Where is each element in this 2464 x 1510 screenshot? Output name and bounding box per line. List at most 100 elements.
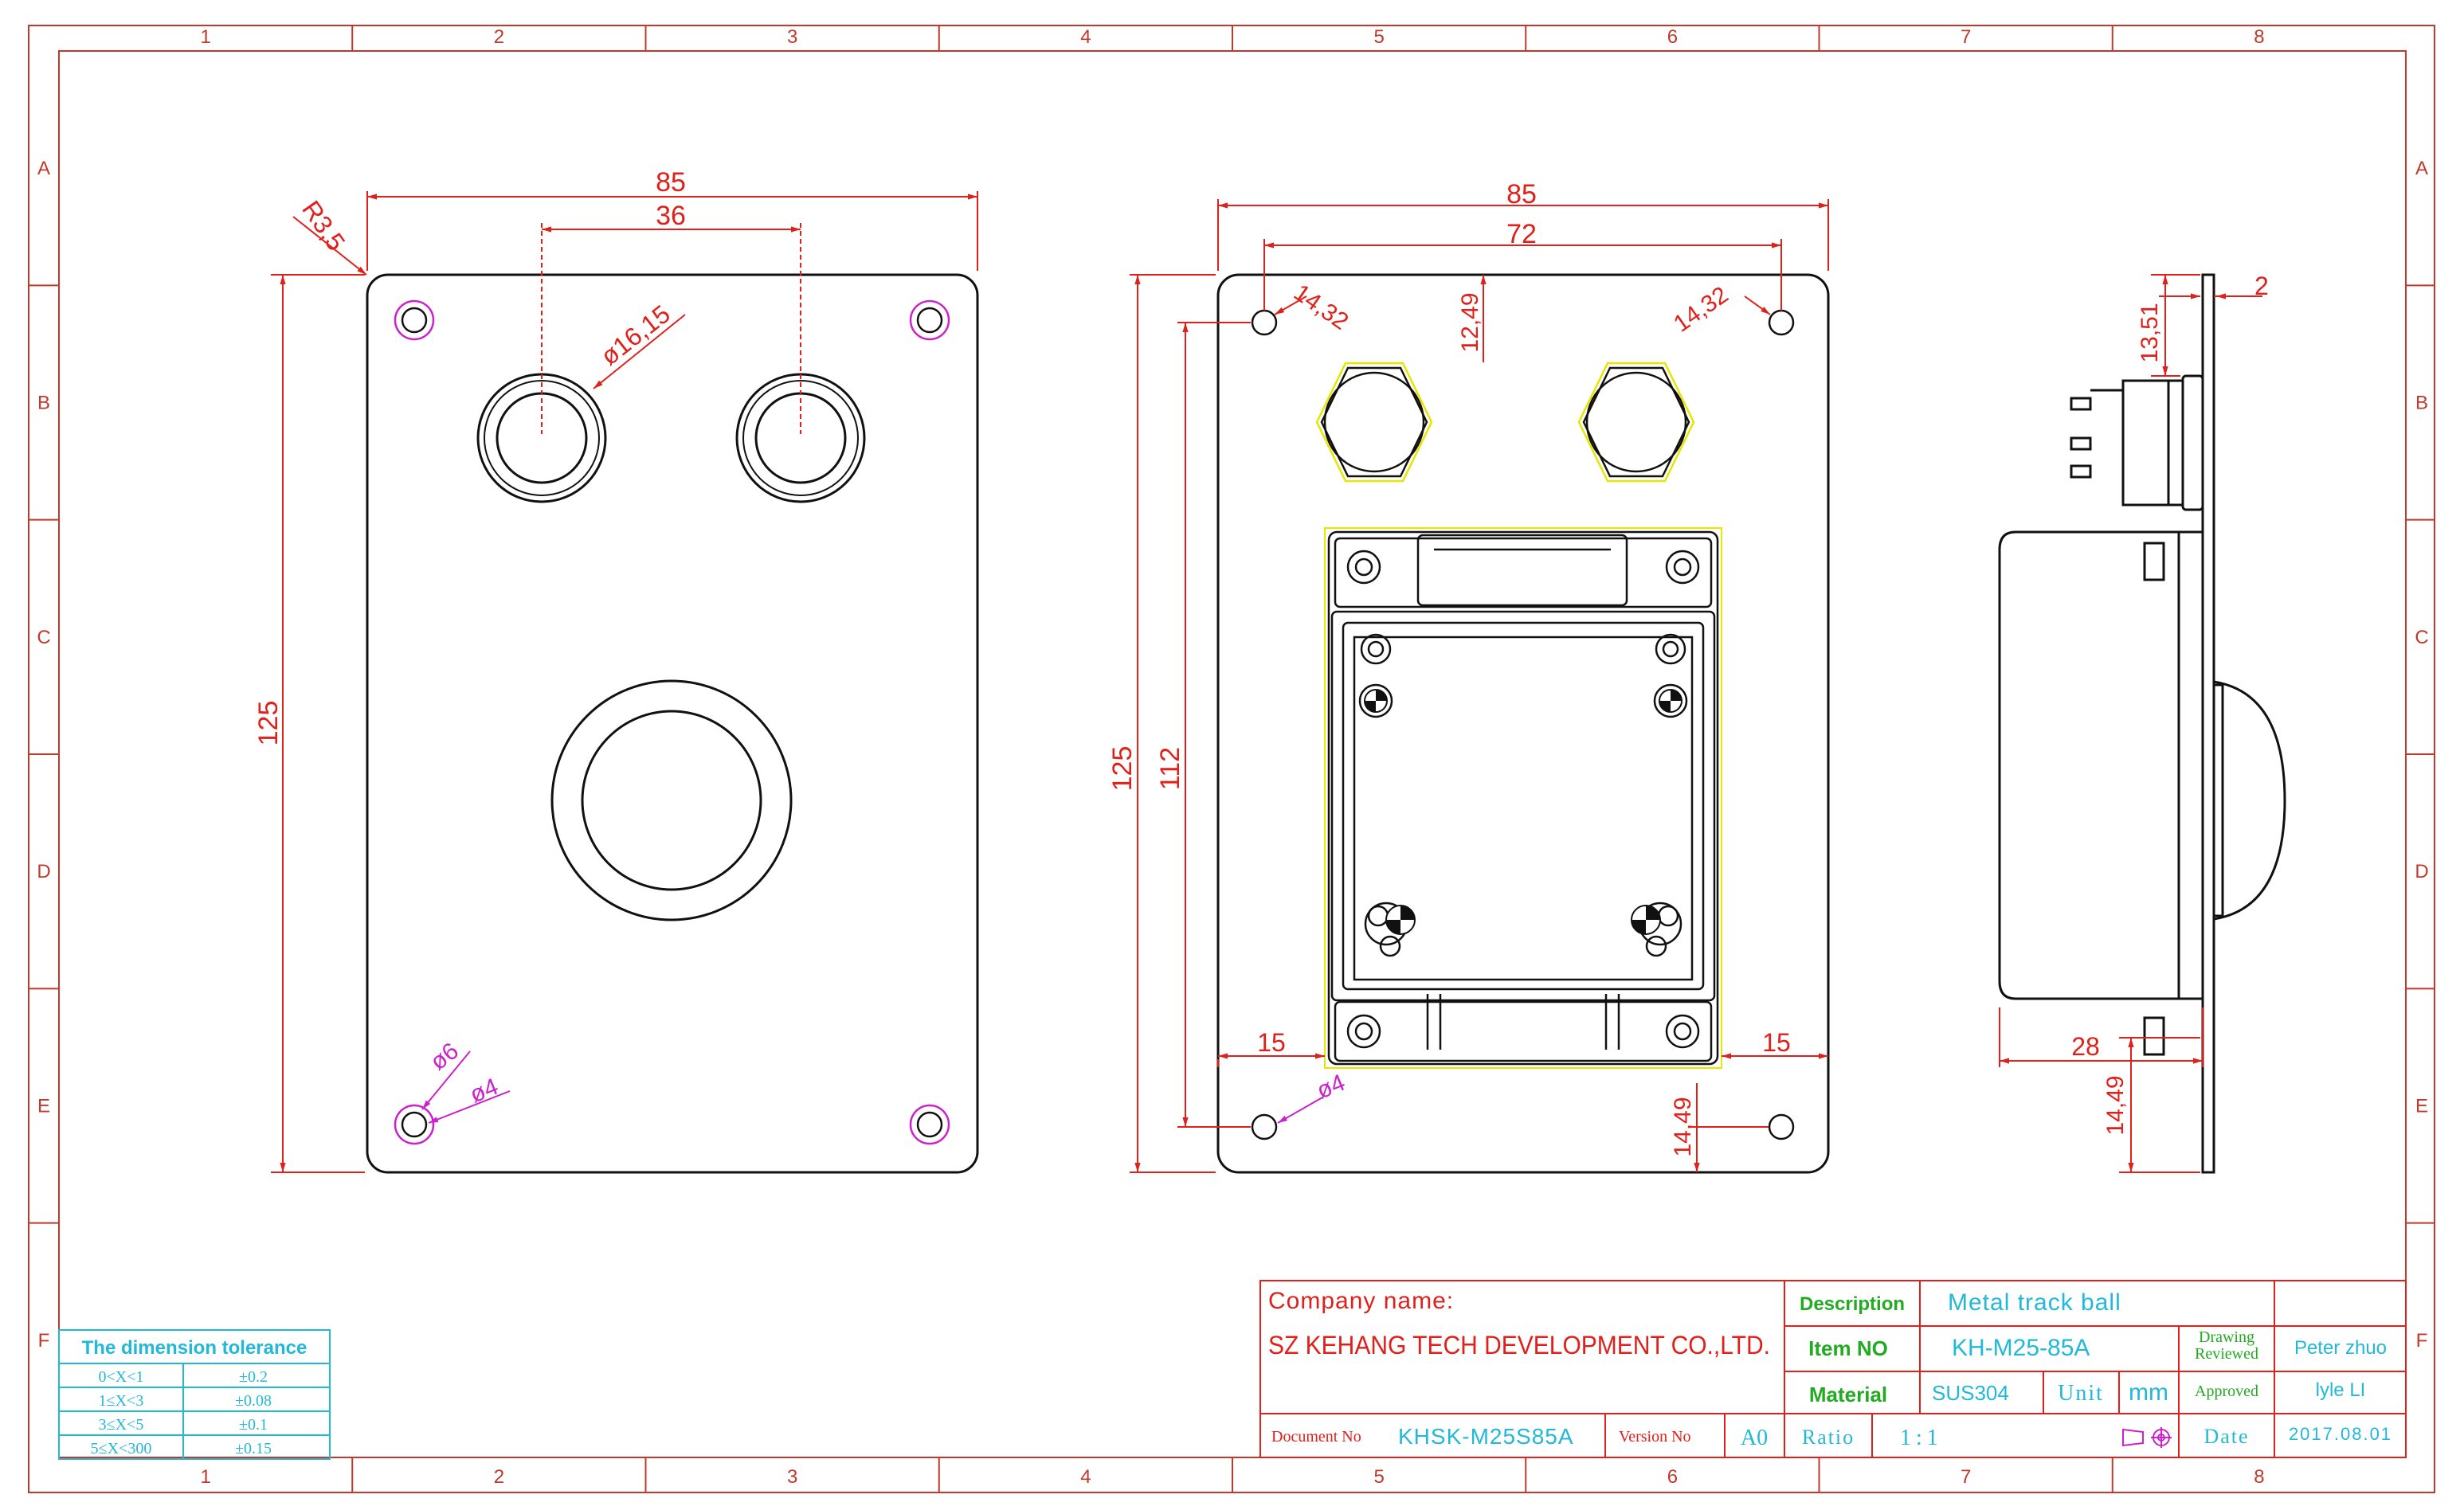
frame-row-label-right: E bbox=[2415, 1096, 2428, 1117]
date-value: 2017.08.01 bbox=[2289, 1424, 2392, 1444]
version-label: Version No bbox=[1619, 1428, 1691, 1445]
back-dimensions bbox=[1130, 199, 1829, 1173]
side-bottom-offset-label: 14,49 bbox=[2102, 1075, 2129, 1135]
side-dimensions bbox=[1999, 274, 2262, 1173]
tolerance-rows: 0<X<1 ±0.2 1≤X<3 ±0.08 3≤X<5 ±0.1 5≤X<300 ±0.15 bbox=[91, 1368, 272, 1457]
front-width-label: 85 bbox=[656, 167, 686, 198]
front-corner-holes bbox=[394, 299, 950, 1145]
material-value: SUS304 bbox=[1932, 1381, 2009, 1405]
sheet-frame bbox=[28, 25, 2435, 1493]
version-value: A0 bbox=[1741, 1426, 1768, 1450]
projection-symbol-icon bbox=[2122, 1427, 2172, 1448]
frame-col-label-top: 7 bbox=[1961, 26, 1971, 48]
back-view: 85 72 14,32 14,32 12,49 125 112 15 15 14… bbox=[1107, 179, 1830, 1174]
side-module-body bbox=[1998, 530, 2179, 1000]
corner-hole-tl bbox=[394, 299, 435, 341]
back-plate-outline bbox=[1216, 273, 1830, 1174]
tolerance-table: The dimension tolerance 0<X<1 ±0.2 1≤X<3 ±0… bbox=[58, 1329, 331, 1460]
drawing-label: Drawing bbox=[2199, 1328, 2254, 1346]
company-name: SZ KEHANG TECH DEVELOPMENT CO.,LTD. bbox=[1268, 1331, 1770, 1359]
back-margin-left-label: 15 bbox=[1257, 1028, 1286, 1057]
frame-col-label-bottom: 8 bbox=[2254, 1466, 2264, 1488]
document-value: KHSK-M25S85A bbox=[1398, 1424, 1574, 1449]
frame-row-label-left: F bbox=[38, 1330, 50, 1352]
front-buttons bbox=[476, 373, 866, 503]
front-hole-spacing-label: 36 bbox=[656, 201, 686, 231]
ratio-value: 1:1 bbox=[1900, 1426, 1943, 1450]
tolerance-range: 3≤X<5 bbox=[99, 1416, 144, 1434]
side-trackball-dome bbox=[2213, 680, 2286, 921]
tolerance-value: ±0.15 bbox=[235, 1440, 272, 1457]
frame-col-label-top: 1 bbox=[200, 26, 210, 48]
front-hole-outer-label: ø6 bbox=[425, 1038, 464, 1076]
side-top-offset-label: 13,51 bbox=[2137, 303, 2163, 362]
drawn-by: Peter zhuo bbox=[2294, 1337, 2387, 1359]
frame-row-label-right: D bbox=[2415, 861, 2428, 882]
reviewed-label: Reviewed bbox=[2195, 1345, 2258, 1363]
frame-col-label-bottom: 7 bbox=[1961, 1466, 1971, 1488]
back-height-label: 125 bbox=[1107, 746, 1138, 792]
front-hole-inner-label: ø4 bbox=[466, 1074, 502, 1109]
back-bottom-offset-label: 14,49 bbox=[1670, 1097, 1696, 1156]
front-button-dia-label: ø16,15 bbox=[595, 299, 676, 371]
front-trackball bbox=[550, 679, 793, 921]
document-label: Document No bbox=[1271, 1428, 1361, 1445]
back-trackball-module bbox=[1324, 527, 1722, 1069]
frame-col-label-bottom: 1 bbox=[200, 1466, 210, 1488]
front-plate-outline bbox=[366, 273, 979, 1174]
tolerance-range: 0<X<1 bbox=[98, 1368, 143, 1386]
frame-row-label-right: F bbox=[2416, 1330, 2428, 1352]
corner-hole-br bbox=[909, 1104, 950, 1145]
back-margin-right-label: 15 bbox=[1762, 1028, 1791, 1057]
back-nut-offset-right-label: 14,32 bbox=[1669, 282, 1733, 338]
front-height-label: 125 bbox=[253, 701, 284, 746]
material-label: Material bbox=[1809, 1383, 1887, 1406]
frame-row-label-right: A bbox=[2415, 158, 2428, 179]
frame-row-label-right: B bbox=[2415, 393, 2428, 414]
side-plate bbox=[2201, 273, 2215, 1174]
front-hole-leaders bbox=[421, 1050, 511, 1124]
frame-col-label-top: 8 bbox=[2254, 26, 2264, 48]
frame-col-label-top: 4 bbox=[1080, 26, 1091, 48]
frame-row-label-left: A bbox=[37, 158, 50, 179]
front-dimensions bbox=[271, 191, 978, 1173]
frame-col-label-top: 6 bbox=[1667, 26, 1678, 48]
unit-value: mm bbox=[2129, 1379, 2168, 1406]
front-view: 85 36 R3,5 ø16,15 125 ø6 ø4 bbox=[253, 167, 979, 1174]
frame-col-label-bottom: 5 bbox=[1373, 1466, 1384, 1488]
tolerance-range: 5≤X<300 bbox=[91, 1440, 152, 1457]
back-hex-nuts bbox=[1315, 362, 1695, 483]
title-block: Company name: SZ KEHANG TECH DEVELOPMENT… bbox=[1259, 1280, 2407, 1458]
frame-row-label-left: E bbox=[37, 1096, 50, 1117]
back-nut-offset-left-label: 14,32 bbox=[1289, 280, 1353, 335]
item-label: Item NO bbox=[1808, 1336, 1888, 1360]
ratio-label: Ratio bbox=[1802, 1426, 1855, 1449]
frame-row-label-right: C bbox=[2415, 627, 2428, 648]
corner-hole-bl bbox=[394, 1104, 435, 1145]
side-depth-label: 28 bbox=[2071, 1032, 2100, 1061]
frame-col-label-bottom: 6 bbox=[1667, 1466, 1678, 1488]
description-label: Description bbox=[1800, 1293, 1905, 1315]
tolerance-value: ±0.08 bbox=[235, 1392, 272, 1410]
back-width-label: 85 bbox=[1506, 179, 1537, 209]
frame-col-label-top: 5 bbox=[1373, 26, 1384, 48]
side-thickness-label: 2 bbox=[2254, 272, 2269, 300]
tolerance-value: ±0.2 bbox=[239, 1368, 268, 1386]
frame-col-label-top: 3 bbox=[787, 26, 797, 48]
back-hole-spacing-v-label: 112 bbox=[1155, 747, 1185, 790]
tolerance-value: ±0.1 bbox=[239, 1416, 268, 1434]
company-label: Company name: bbox=[1268, 1288, 1454, 1314]
description-value: Metal track ball bbox=[1948, 1289, 2121, 1316]
frame-col-label-bottom: 2 bbox=[494, 1466, 504, 1488]
tolerance-title: The dimension tolerance bbox=[82, 1337, 308, 1359]
back-hole-spacing-label: 72 bbox=[1506, 219, 1537, 249]
side-view: 2 13,51 28 14,49 bbox=[1998, 272, 2286, 1174]
tolerance-range: 1≤X<3 bbox=[99, 1392, 144, 1410]
approved-by: lyle LI bbox=[2316, 1379, 2366, 1401]
frame-row-label-left: B bbox=[37, 393, 50, 414]
back-screw-marks bbox=[1364, 689, 1682, 935]
item-value: KH-M25-85A bbox=[1952, 1335, 2090, 1361]
date-label: Date bbox=[2203, 1425, 2249, 1448]
frame-row-label-left: C bbox=[37, 627, 50, 648]
